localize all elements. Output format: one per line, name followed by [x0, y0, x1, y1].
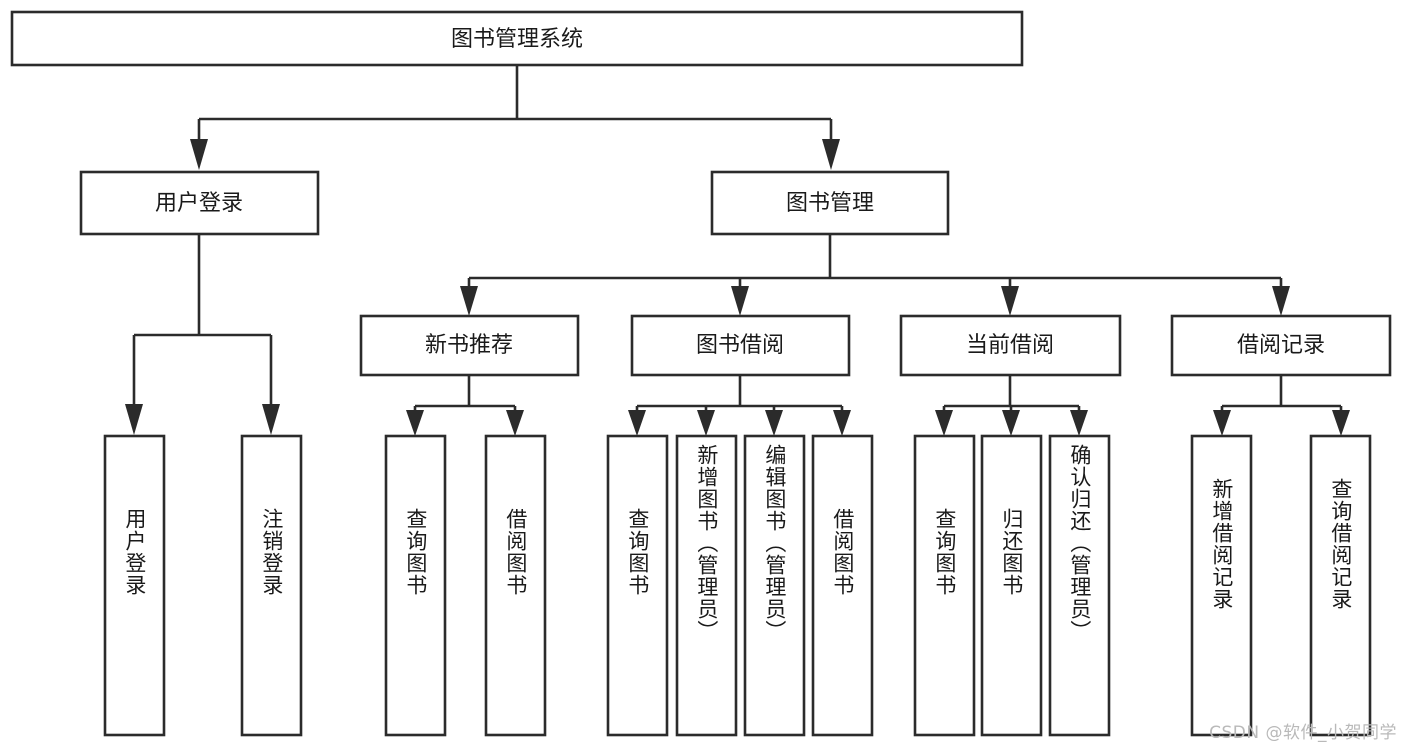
arrow-head-icon — [190, 139, 208, 170]
leaf-label-wrap-query-book-2: 查询图书 — [608, 436, 667, 735]
leaf-label-confirm-return: 确认归还（管理员） — [1067, 444, 1092, 642]
arrow-head-icon — [1002, 410, 1020, 436]
leaf-box-add-book[interactable] — [675, 434, 738, 737]
leaf-label-logout: 注销登录 — [259, 508, 284, 596]
connector-bookmanage-to-level3 — [460, 234, 1290, 316]
connector-userlogin-to-leaves — [125, 234, 280, 435]
node-current-borrow[interactable]: 当前借阅 — [899, 314, 1122, 377]
leaf-label-wrap-edit-book: 编辑图书（管理员） — [745, 436, 804, 735]
leaf-label-wrap-query-book-1: 查询图书 — [386, 436, 445, 735]
leaf-label-wrap-add-record: 新增借阅记录 — [1192, 436, 1251, 735]
arrow-head-icon — [1332, 410, 1350, 436]
arrow-head-icon — [262, 404, 280, 435]
leaf-box-logout[interactable] — [240, 434, 303, 737]
arrow-head-icon — [731, 286, 749, 316]
arrow-head-icon — [1001, 286, 1019, 316]
arrow-head-icon — [697, 410, 715, 436]
leaf-box-query-book-3[interactable] — [913, 434, 976, 737]
current-borrow-label: 当前借阅 — [966, 333, 1054, 358]
connector-currentborrow-to-leaves — [935, 375, 1088, 436]
node-book-manage[interactable]: 图书管理 — [710, 170, 950, 236]
current-borrow-box[interactable] — [899, 314, 1122, 377]
connector-bookborrow-to-leaves — [628, 375, 851, 436]
leaf-label-query-record: 查询借阅记录 — [1328, 478, 1353, 610]
user-login-label: 用户登录 — [155, 191, 243, 216]
root-box[interactable] — [10, 10, 1024, 67]
node-borrow-record[interactable]: 借阅记录 — [1170, 314, 1392, 377]
arrow-head-icon — [125, 404, 143, 435]
leaf-label-query-book-1: 查询图书 — [403, 508, 428, 596]
leaf-label-wrap-return-book: 归还图书 — [982, 436, 1041, 735]
leaf-label-wrap-query-record: 查询借阅记录 — [1311, 436, 1370, 735]
leaf-label-wrap-add-book: 新增图书（管理员） — [677, 436, 736, 735]
leaf-label-wrap-borrow-book-2: 借阅图书 — [813, 436, 872, 735]
leaf-label-query-book-2: 查询图书 — [625, 508, 650, 596]
node-user-login[interactable]: 用户登录 — [79, 170, 320, 236]
new-book-recommend-box[interactable] — [359, 314, 580, 377]
node-root-system[interactable]: 图书管理系统 — [10, 10, 1024, 67]
new-book-recommend-label: 新书推荐 — [425, 333, 513, 358]
arrow-head-icon — [1272, 286, 1290, 316]
arrow-head-icon — [628, 410, 646, 436]
leaf-label-return-book: 归还图书 — [999, 508, 1024, 596]
leaf-label-add-record: 新增借阅记录 — [1209, 478, 1234, 610]
arrow-head-icon — [506, 410, 524, 436]
leaf-label-add-book: 新增图书（管理员） — [694, 444, 719, 642]
leaf-label-wrap-borrow-book-1: 借阅图书 — [486, 436, 545, 735]
leaf-label-wrap-confirm-return: 确认归还（管理员） — [1050, 436, 1109, 735]
arrow-head-icon — [765, 410, 783, 436]
leaf-label-borrow-book-1: 借阅图书 — [503, 508, 528, 596]
book-borrow-box[interactable] — [630, 314, 851, 377]
connector-root-to-level2 — [190, 65, 840, 170]
arrow-head-icon — [1070, 410, 1088, 436]
arrow-head-icon — [833, 410, 851, 436]
arrow-head-icon — [822, 139, 840, 170]
leaf-label-wrap-query-book-3: 查询图书 — [915, 436, 974, 735]
borrow-record-label: 借阅记录 — [1237, 333, 1325, 358]
leaf-box-return-book[interactable] — [980, 434, 1043, 737]
leaf-label-query-book-3: 查询图书 — [932, 508, 957, 596]
leaf-label-user-login: 用户登录 — [122, 508, 147, 596]
leaf-box-user-login[interactable] — [103, 434, 166, 737]
leaf-box-confirm-return[interactable] — [1048, 434, 1111, 737]
root-label: 图书管理系统 — [451, 27, 583, 52]
book-borrow-label: 图书借阅 — [696, 333, 784, 358]
connector-newbook-to-leaves — [406, 375, 524, 436]
arrow-head-icon — [935, 410, 953, 436]
leaf-label-wrap-user-login: 用户登录 — [105, 436, 164, 735]
connector-borrowrecord-to-leaves — [1213, 375, 1350, 436]
leaf-label-edit-book: 编辑图书（管理员） — [762, 444, 787, 642]
leaf-box-borrow-book-2[interactable] — [811, 434, 874, 737]
node-book-borrow[interactable]: 图书借阅 — [630, 314, 851, 377]
leaf-box-borrow-book-1[interactable] — [484, 434, 547, 737]
arrow-head-icon — [460, 286, 478, 316]
csdn-watermark: CSDN @软件_小贺同学 — [1209, 723, 1397, 743]
leaf-box-query-record[interactable] — [1309, 434, 1372, 737]
leaf-box-query-book-2[interactable] — [606, 434, 669, 737]
node-new-book-recommend[interactable]: 新书推荐 — [359, 314, 580, 377]
book-manage-label: 图书管理 — [786, 191, 874, 216]
arrow-head-icon — [1213, 410, 1231, 436]
leaf-box-add-record[interactable] — [1190, 434, 1253, 737]
leaf-label-wrap-logout: 注销登录 — [242, 436, 301, 735]
leaf-box-edit-book[interactable] — [743, 434, 806, 737]
leaf-label-borrow-book-2: 借阅图书 — [830, 508, 855, 596]
leaf-box-query-book-1[interactable] — [384, 434, 447, 737]
arrow-head-icon — [406, 410, 424, 436]
